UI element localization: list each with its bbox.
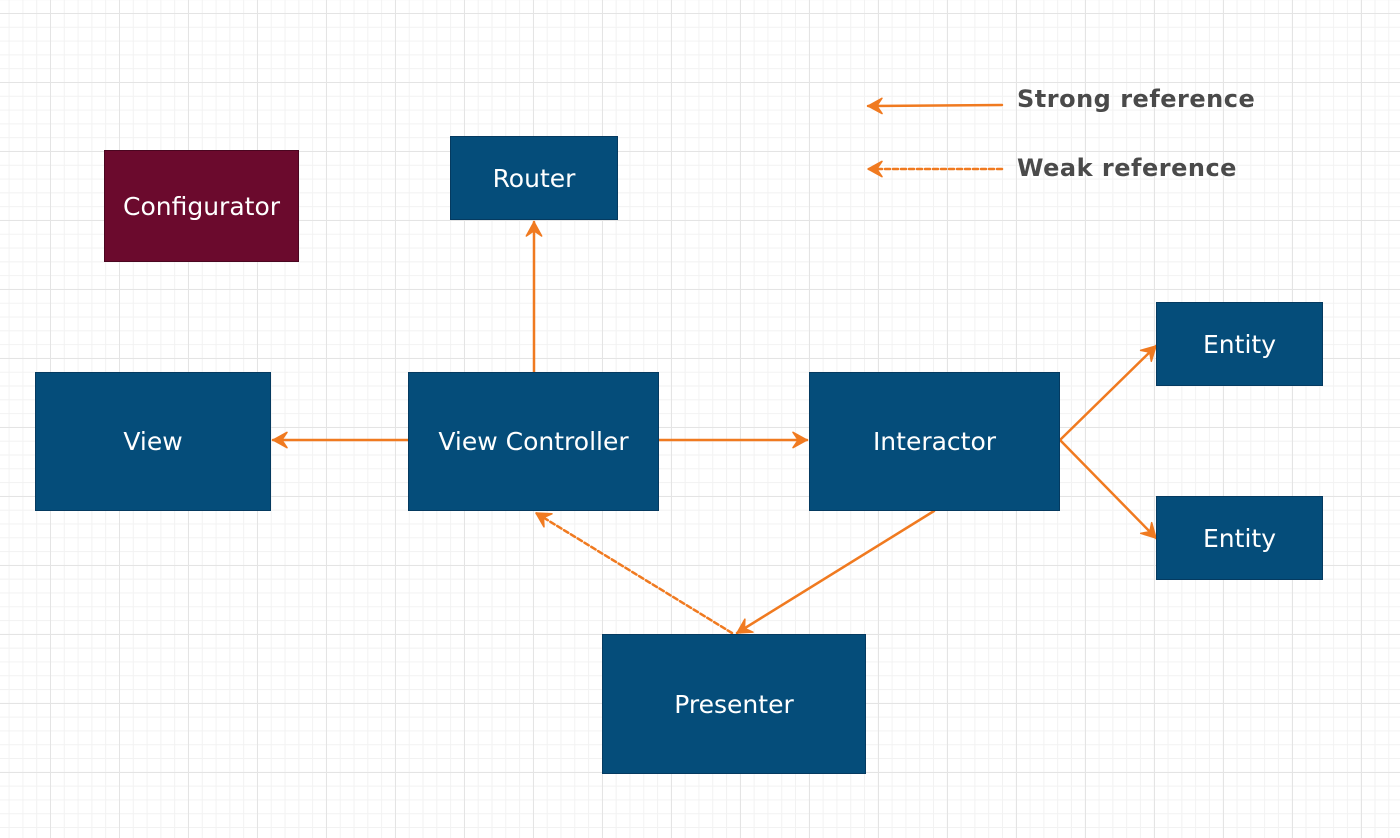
arrow-presenter-to-view-controller bbox=[534, 511, 734, 635]
arrow-interactor-to-entity-top bbox=[1058, 344, 1158, 442]
legend-strong-label: Strong reference bbox=[1017, 85, 1256, 113]
view-controller-label: View Controller bbox=[438, 427, 629, 456]
view-controller-node: View Controller bbox=[408, 372, 659, 511]
configurator-node: Configurator bbox=[104, 150, 299, 262]
entity-node-bottom: Entity bbox=[1156, 496, 1323, 580]
interactor-node: Interactor bbox=[809, 372, 1060, 511]
legend-strong-arrow-head bbox=[867, 97, 883, 115]
arrow-interactor-to-presenter bbox=[735, 509, 936, 635]
presenter-label: Presenter bbox=[674, 689, 794, 719]
legend-strong-arrow bbox=[866, 103, 1004, 108]
configurator-label: Configurator bbox=[122, 191, 281, 221]
presenter-node: Presenter bbox=[602, 634, 866, 774]
arrow-interactor-to-entity-bottom bbox=[1058, 438, 1158, 540]
arrow-view-controller-to-view-head bbox=[272, 431, 288, 449]
arrow-view-controller-to-interactor-head bbox=[792, 431, 808, 449]
router-node: Router bbox=[450, 136, 618, 220]
entity-label-bottom: Entity bbox=[1203, 523, 1276, 553]
entity-label-top: Entity bbox=[1203, 329, 1276, 359]
arrow-presenter-to-view-controller-head bbox=[535, 512, 553, 528]
legend-weak-label: Weak reference bbox=[1017, 154, 1237, 182]
arrow-view-controller-to-router-head bbox=[525, 221, 543, 237]
view-label: View bbox=[123, 427, 183, 456]
view-node: View bbox=[35, 372, 271, 511]
interactor-label: Interactor bbox=[872, 427, 997, 456]
arrow-interactor-to-entity-bottom-head bbox=[1139, 521, 1157, 539]
arrow-interactor-to-presenter-head bbox=[736, 618, 754, 634]
arrow-interactor-to-entity-top-head bbox=[1139, 345, 1157, 363]
entity-node-top: Entity bbox=[1156, 302, 1323, 386]
router-label: Router bbox=[492, 163, 576, 193]
legend-weak-arrow-head bbox=[867, 160, 883, 178]
